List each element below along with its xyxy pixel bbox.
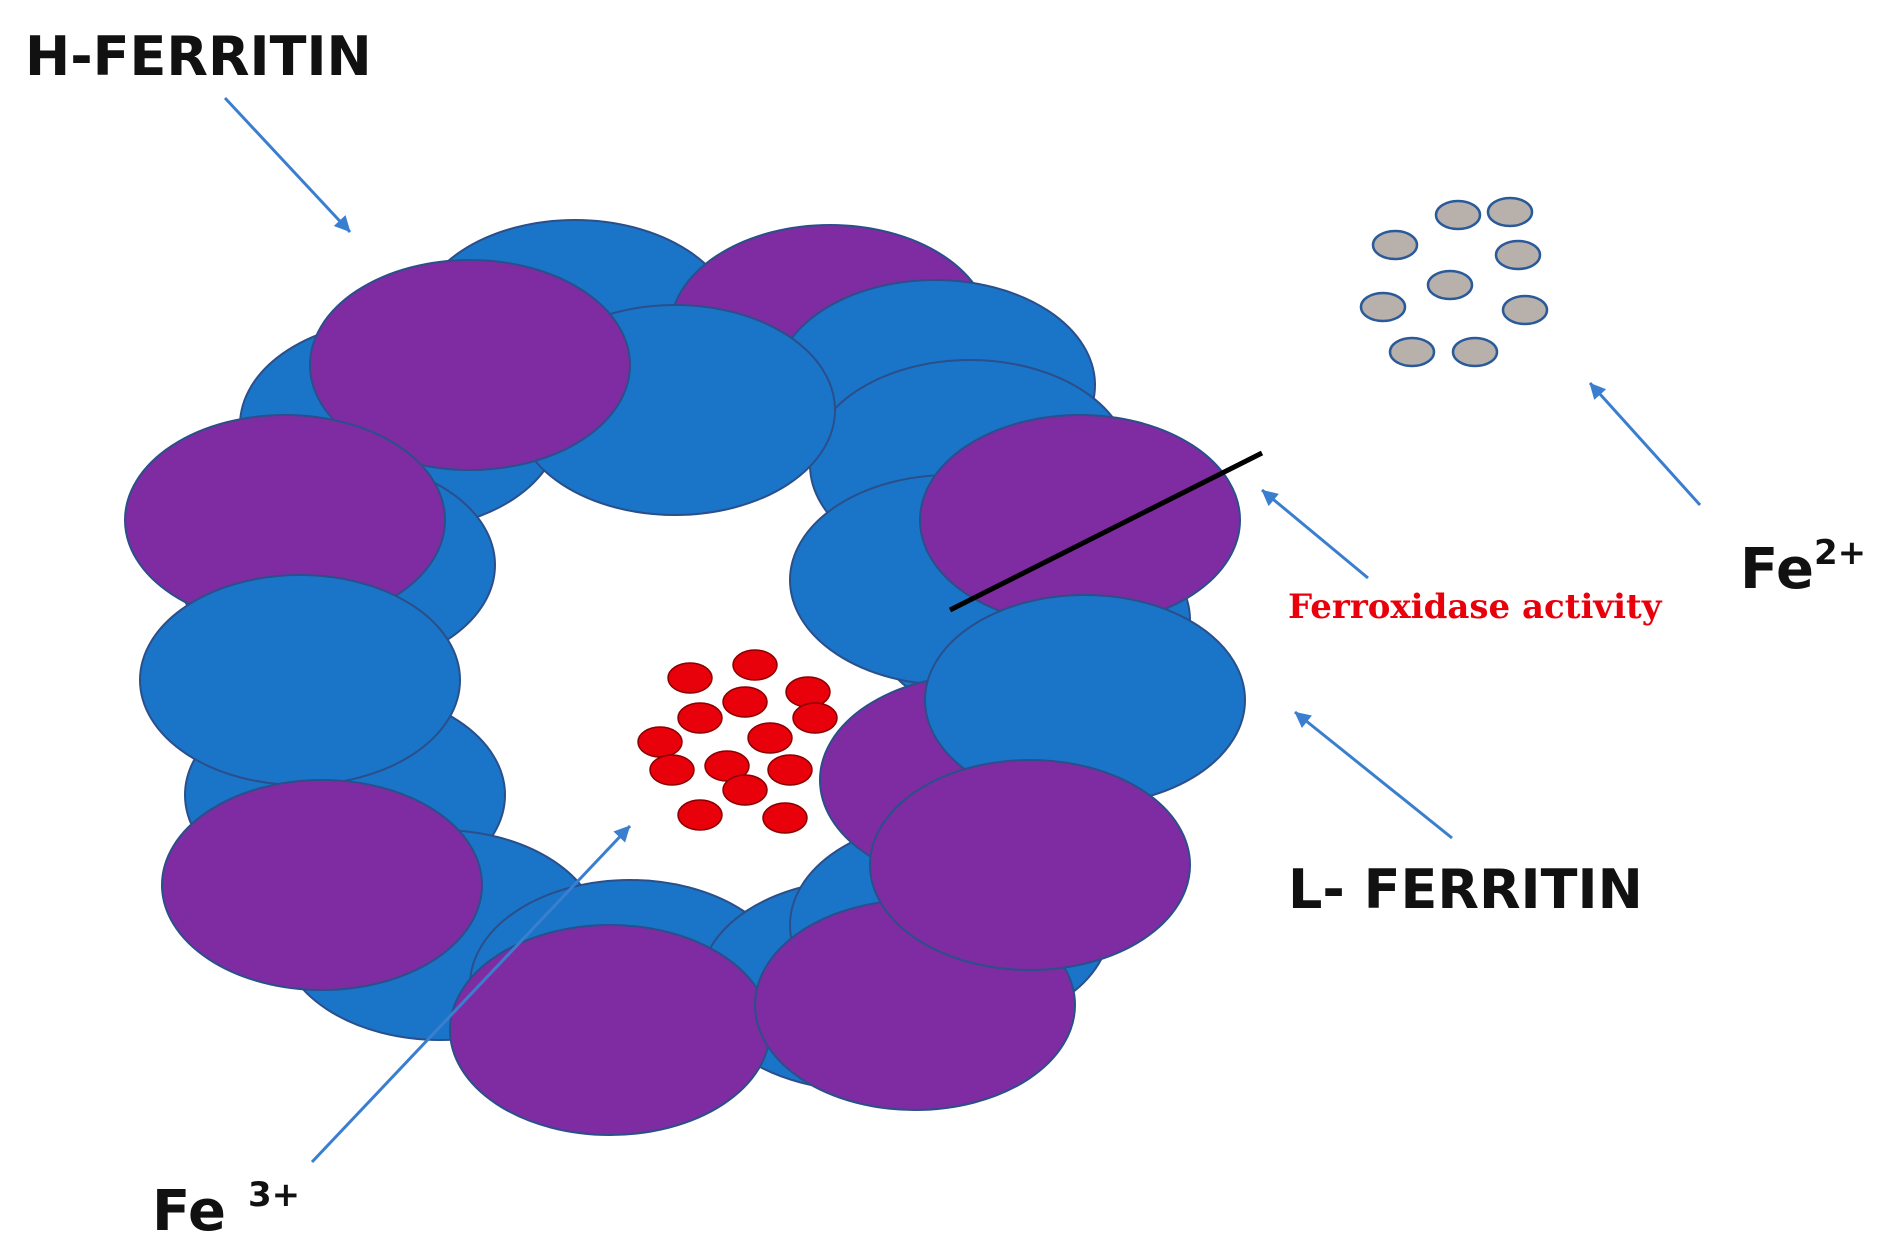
- fe3-atom: [649, 754, 695, 786]
- ferroxidase-channel-line: [948, 450, 1264, 613]
- h-subunit: [449, 924, 771, 1136]
- fe3-atom: [732, 649, 778, 681]
- l-ferritin-label: L- FERRITIN: [1288, 858, 1643, 921]
- fe3-atom: [762, 802, 808, 834]
- fe3-base: Fe: [152, 1179, 226, 1244]
- fe3-atom: [722, 686, 768, 718]
- fe3-atom: [677, 702, 723, 734]
- ferritin-shell: [124, 219, 1246, 1136]
- h-subunit: [919, 414, 1241, 626]
- fe3-atom: [785, 676, 831, 708]
- arrow-ferroxidase: [1261, 488, 1369, 580]
- ferroxidase-label: Ferroxidase activity: [1288, 587, 1663, 627]
- fe3-iron-core: [637, 649, 838, 834]
- h-subunit: [869, 759, 1191, 971]
- fe2-atom: [1388, 336, 1436, 368]
- fe3-atom: [677, 799, 723, 831]
- arrow-l-ferritin: [1294, 710, 1453, 840]
- fe2-atom: [1371, 229, 1419, 261]
- arrow-fe3: [310, 824, 632, 1164]
- fe3-atom: [637, 726, 683, 758]
- arrow-h-ferritin: [223, 96, 352, 234]
- fe3-label: Fe 3+: [152, 1175, 300, 1244]
- h-subunit: [161, 779, 483, 991]
- fe3-atom: [667, 662, 713, 694]
- fe2-atom: [1359, 291, 1407, 323]
- h-subunit: [309, 259, 631, 471]
- fe3-atom: [722, 774, 768, 806]
- h-ferritin-label: H-FERRITIN: [25, 25, 372, 88]
- fe2-atom: [1486, 196, 1534, 228]
- fe2-superscript: 2+: [1814, 533, 1866, 573]
- pointer-arrows: [223, 96, 1702, 1164]
- fe2-iron-cluster: [1359, 196, 1549, 368]
- fe3-atom: [747, 722, 793, 754]
- fe2-base: Fe: [1740, 537, 1814, 602]
- fe2-label: Fe2+: [1740, 533, 1866, 602]
- l-subunit: [139, 574, 461, 786]
- fe3-atom: [767, 754, 813, 786]
- fe3-atom: [792, 702, 838, 734]
- arrow-fe2: [1588, 381, 1702, 507]
- fe2-atom: [1494, 239, 1542, 271]
- fe2-atom: [1426, 269, 1474, 301]
- fe2-atom: [1451, 336, 1499, 368]
- fe2-atom: [1501, 294, 1549, 326]
- fe3-superscript: 3+: [248, 1175, 300, 1215]
- fe2-atom: [1434, 199, 1482, 231]
